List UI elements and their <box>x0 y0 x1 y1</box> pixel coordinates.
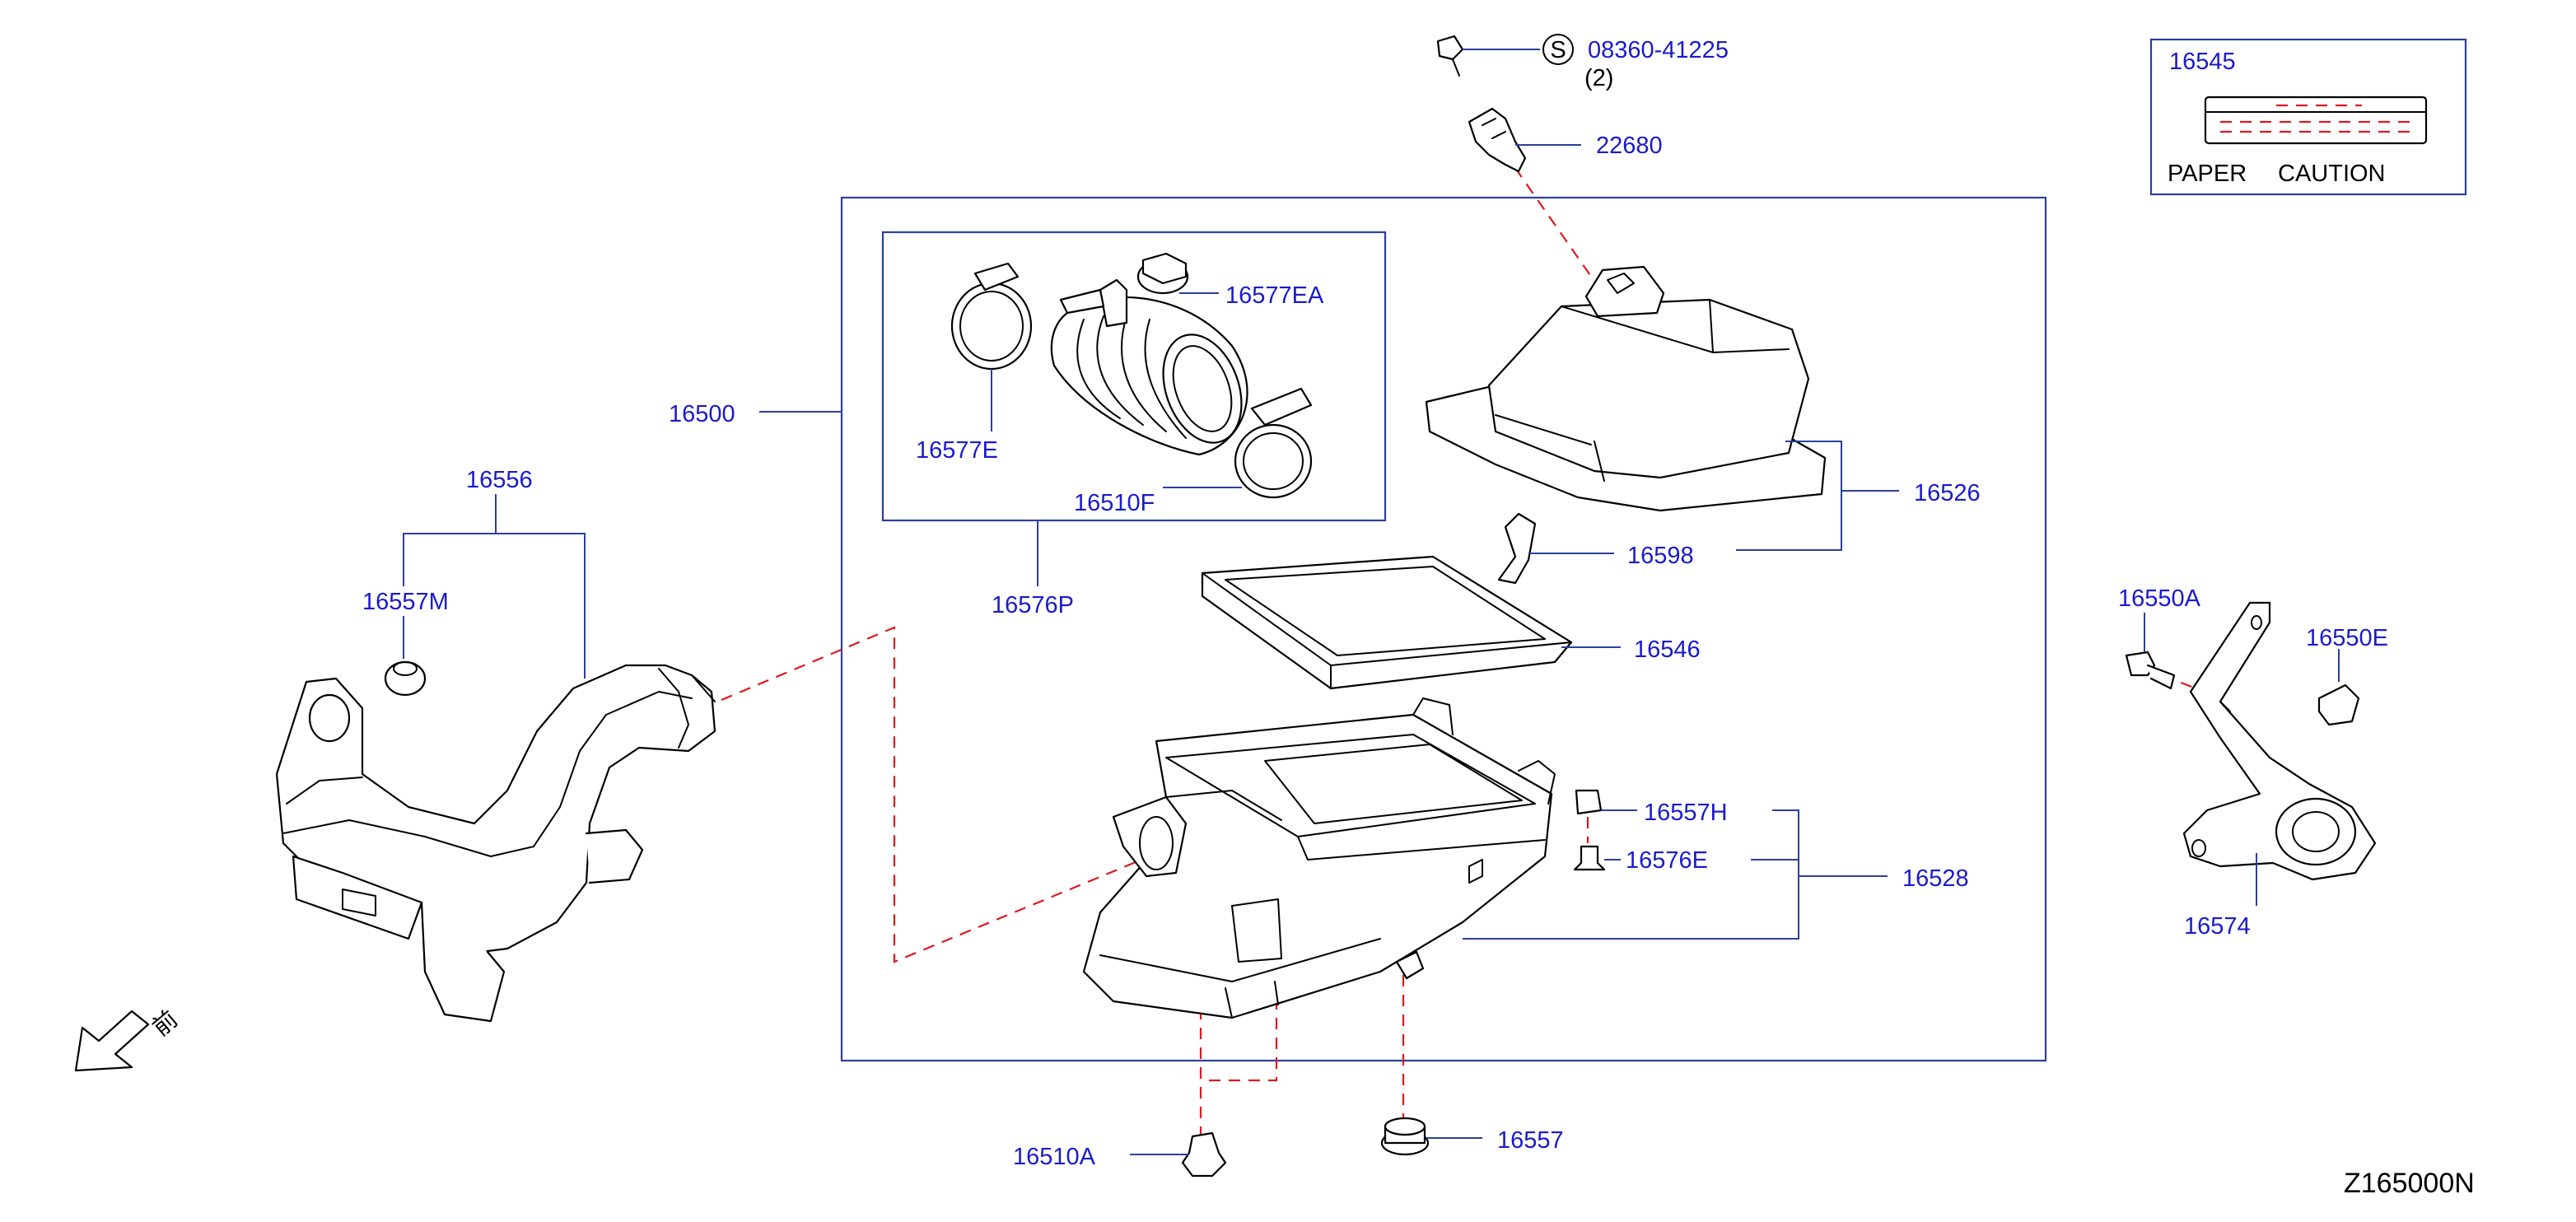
caution-caution-text: CAUTION <box>2278 161 2386 187</box>
grommet-16557[interactable] <box>1380 1117 1430 1156</box>
clip-16598[interactable] <box>1497 512 1537 585</box>
leader-lines <box>403 49 2340 1155</box>
caution-label-graphic <box>2204 96 2428 145</box>
mount-m-label[interactable]: 16557M <box>362 589 449 615</box>
clamp-16577e[interactable] <box>950 262 1033 371</box>
bolt-s-label: S <box>1550 37 1566 63</box>
upper-cover-16526[interactable] <box>1425 265 1827 512</box>
duct-16510f[interactable] <box>1050 278 1256 456</box>
cover-label[interactable]: 16526 <box>1914 480 1981 506</box>
assembly-label[interactable]: 16500 <box>669 401 735 427</box>
bushing-16576e[interactable] <box>1573 845 1606 871</box>
clip-16550e[interactable] <box>2317 683 2360 726</box>
kit-box <box>881 231 1387 522</box>
clip-e-label[interactable]: 16550E <box>2306 625 2388 651</box>
duct-f-label[interactable]: 16510F <box>1074 490 1155 516</box>
clamp-e-label[interactable]: 16577E <box>916 437 998 464</box>
clip-598-label[interactable]: 16598 <box>1627 543 1694 569</box>
duct-556-label[interactable]: 16556 <box>466 467 533 493</box>
filter-label[interactable]: 16546 <box>1634 637 1701 663</box>
clamp-16577ea[interactable] <box>1136 252 1189 295</box>
caution-number-label[interactable]: 16545 <box>2169 49 2236 75</box>
sensor-22680[interactable] <box>1468 107 1527 173</box>
phantom-lines <box>721 151 2205 1136</box>
bolt-qty-label: (2) <box>1584 65 1613 91</box>
kit-label[interactable]: 16576P <box>992 592 1074 618</box>
bushing-e-label[interactable]: 16576E <box>1626 847 1708 874</box>
bolt-08360[interactable] <box>1436 35 1464 77</box>
filter-16546[interactable] <box>1201 555 1573 690</box>
mount-16557m[interactable] <box>384 660 427 697</box>
caution-paper-text: PAPER <box>2168 161 2247 187</box>
lower-case-16528[interactable] <box>1082 697 1556 1019</box>
duct-16556[interactable] <box>275 664 716 1023</box>
assembly-box <box>840 196 2047 1062</box>
diagram-ref-label: Z165000N <box>2344 1168 2475 1199</box>
bolt-16550a[interactable] <box>2125 651 2176 690</box>
clip-16510a[interactable] <box>1181 1131 1227 1178</box>
mount-h-label[interactable]: 16557H <box>1644 800 1728 826</box>
mount-16557h[interactable] <box>1575 789 1603 815</box>
bracket-label[interactable]: 16574 <box>2184 913 2251 940</box>
clamp-ea-label[interactable]: 16577EA <box>1225 282 1324 309</box>
sensor-label[interactable]: 22680 <box>1596 133 1663 159</box>
clip-a-label[interactable]: 16510A <box>1013 1144 1096 1170</box>
bolt-spec-label[interactable]: 08360-41225 <box>1588 37 1729 63</box>
bracket-16574[interactable] <box>2182 601 2377 881</box>
clamp-lower[interactable] <box>1234 387 1313 499</box>
bolt-a-label[interactable]: 16550A <box>2118 585 2201 612</box>
front-glyph: 前 <box>147 1005 183 1042</box>
caution-box <box>2149 38 2467 196</box>
grommet-label[interactable]: 16557 <box>1497 1127 1564 1154</box>
front-arrow-icon <box>74 1010 150 1072</box>
s-symbol-icon <box>1542 34 1574 65</box>
lower-label[interactable]: 16528 <box>1902 865 1969 892</box>
